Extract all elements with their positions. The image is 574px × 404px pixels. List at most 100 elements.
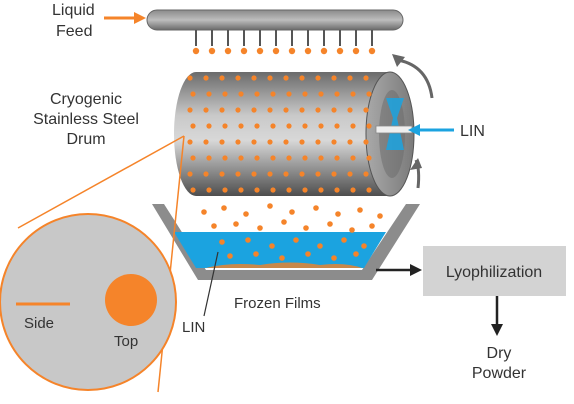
falling-droplet xyxy=(357,207,363,213)
falling-droplet xyxy=(331,255,337,261)
to-dry-powder-arrow xyxy=(491,324,503,336)
lin-right-label: LIN xyxy=(460,123,485,140)
drum-droplet xyxy=(350,123,356,129)
liquid-feed-label-1: Liquid xyxy=(52,2,95,19)
feed-drop xyxy=(208,47,216,55)
falling-droplet xyxy=(353,251,359,257)
drum-droplet xyxy=(235,139,241,145)
drum-droplet xyxy=(331,107,337,113)
falling-droplet xyxy=(269,243,275,249)
drum-droplet xyxy=(203,75,209,81)
drum-droplet xyxy=(238,123,244,129)
drum-droplet xyxy=(187,139,193,145)
drum-droplet xyxy=(347,171,353,177)
drum-droplet xyxy=(267,139,273,145)
drum-droplet xyxy=(334,187,340,193)
drum-droplet xyxy=(254,91,260,97)
drum-droplet xyxy=(363,139,369,145)
rotation-arrows xyxy=(392,54,434,189)
feed-drop xyxy=(288,47,296,55)
falling-droplet xyxy=(377,213,383,219)
falling-droplet xyxy=(313,205,319,211)
drum-droplet xyxy=(235,107,241,113)
drum-droplet xyxy=(315,139,321,145)
feed-drop xyxy=(320,47,328,55)
drum-droplet xyxy=(254,155,260,161)
drum-droplet xyxy=(331,139,337,145)
dry-powder-label-2: Powder xyxy=(472,365,527,382)
liquid-feed-arrow xyxy=(104,12,146,24)
drum-droplet xyxy=(299,75,305,81)
drum-droplet xyxy=(318,187,324,193)
falling-droplet xyxy=(257,225,263,231)
drum-droplet xyxy=(334,155,340,161)
drum-droplet xyxy=(350,91,356,97)
falling-droplet xyxy=(327,221,333,227)
falling-droplet xyxy=(349,227,355,233)
drum-droplet xyxy=(270,187,276,193)
falling-droplet xyxy=(219,239,225,245)
drum-droplet xyxy=(350,155,356,161)
drum-droplet xyxy=(270,155,276,161)
feed-pipe xyxy=(146,9,404,55)
drum-droplet xyxy=(363,75,369,81)
drum-droplet xyxy=(267,107,273,113)
falling-droplet xyxy=(245,237,251,243)
lyophilization-label: Lyophilization xyxy=(446,264,542,281)
zoom-circle xyxy=(0,213,177,391)
drum-droplet xyxy=(206,155,212,161)
falling-droplet xyxy=(361,243,367,249)
feed-nozzles xyxy=(192,30,376,55)
drum-droplet xyxy=(366,187,372,193)
drum-droplet xyxy=(318,123,324,129)
lin-input-arrow xyxy=(408,124,454,136)
drum-droplet xyxy=(363,107,369,113)
feed-drop xyxy=(304,47,312,55)
falling-droplets xyxy=(201,203,383,261)
drum-droplet xyxy=(331,75,337,81)
drum-droplet xyxy=(219,107,225,113)
falling-droplet xyxy=(289,209,295,215)
drum-label-1: Cryogenic xyxy=(50,91,122,108)
drum-droplet xyxy=(283,107,289,113)
cryogenic-drum xyxy=(174,71,415,197)
drum-droplet xyxy=(270,123,276,129)
drum-droplet xyxy=(222,91,228,97)
drum-droplet xyxy=(366,155,372,161)
drum-droplet xyxy=(283,75,289,81)
drum-droplet xyxy=(363,171,369,177)
drum-droplet xyxy=(251,75,257,81)
drum-droplet xyxy=(302,155,308,161)
dry-powder-label-1: Dry xyxy=(487,345,512,362)
lin-tray xyxy=(152,203,420,280)
falling-droplet xyxy=(369,223,375,229)
drum-droplet xyxy=(267,75,273,81)
falling-droplet xyxy=(317,243,323,249)
drum-droplets xyxy=(187,75,372,193)
drum-droplet xyxy=(302,123,308,129)
drum-droplet xyxy=(203,107,209,113)
lin-bottom-label: LIN xyxy=(182,319,205,336)
lyophilization-box xyxy=(376,246,566,336)
side-label: Side xyxy=(24,315,54,332)
drum-droplet xyxy=(222,155,228,161)
drum-droplet xyxy=(302,91,308,97)
feed-drop xyxy=(336,47,344,55)
drum-droplet xyxy=(331,171,337,177)
falling-droplet xyxy=(201,209,207,215)
drum-droplet xyxy=(251,107,257,113)
drum-droplet xyxy=(299,139,305,145)
drum-droplet xyxy=(203,139,209,145)
drum-droplet xyxy=(187,107,193,113)
drum-droplet xyxy=(190,155,196,161)
drum-droplet xyxy=(315,171,321,177)
drum-droplet xyxy=(302,187,308,193)
drum-droplet xyxy=(238,91,244,97)
drum-droplet xyxy=(315,107,321,113)
drum-droplet xyxy=(251,171,257,177)
drum-droplet xyxy=(222,187,228,193)
drum-lin-chamber xyxy=(386,98,404,150)
drum-droplet xyxy=(347,107,353,113)
falling-droplet xyxy=(267,203,273,209)
